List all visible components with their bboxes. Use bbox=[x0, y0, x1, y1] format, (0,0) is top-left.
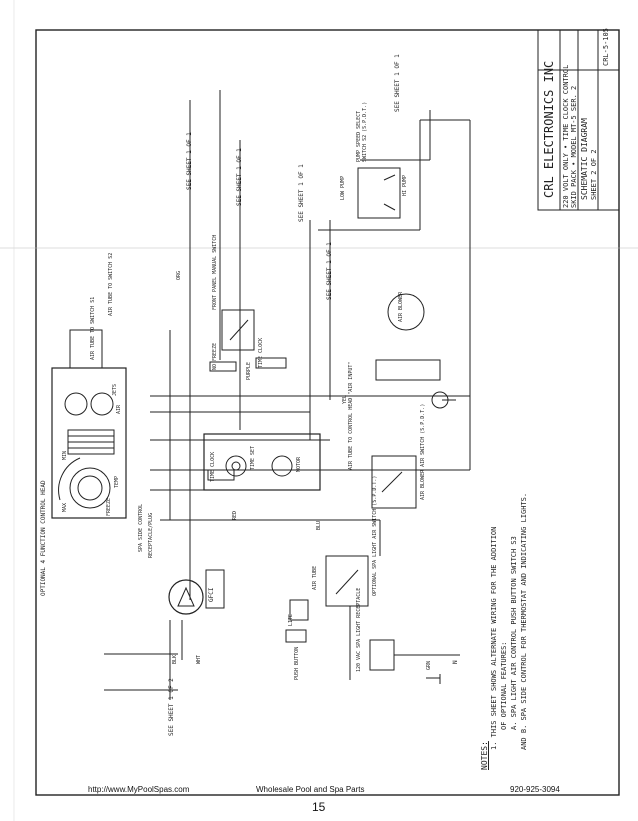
company-name: CRL ELECTRONICS INC bbox=[542, 60, 556, 198]
ref-label: SEE SHEET 1 OF 1 bbox=[298, 164, 305, 222]
pump-switch-label: PUMP SPEED SELECT SWITCH S2 (S.P.D.T.) bbox=[356, 101, 368, 162]
time-set-label: TIME SET bbox=[250, 445, 256, 470]
title-line-3: SCHEMATIC DIAGRAM bbox=[580, 118, 589, 200]
jets-label: JETS bbox=[112, 383, 118, 396]
front-panel-label: FRONT PANEL MANUAL SWITCH bbox=[212, 234, 218, 310]
spa-light-recept-label: 120 VAC SPA LIGHT RECEPTACLE bbox=[356, 587, 362, 672]
wire-label: RED bbox=[232, 510, 238, 520]
receptacle-label: RECEPTACLE/PLUG bbox=[148, 512, 154, 558]
temp-label: TEMP bbox=[114, 475, 120, 488]
wire-label: BLK bbox=[172, 654, 178, 664]
air-tube-label: AIR TUBE bbox=[312, 565, 318, 590]
spa-light-switch-label: OPTIONAL SPA LIGHT AIR SWITCH (S.P.D.T.) bbox=[372, 475, 378, 596]
time-clock-switch-label: TIME CLOCK bbox=[258, 337, 264, 368]
page-number: 15 bbox=[312, 800, 326, 814]
air-blower-label: AIR BLOWER bbox=[398, 291, 404, 322]
time-clock-label: TIME CLOCK bbox=[210, 451, 216, 482]
wire-label: GRN bbox=[426, 660, 432, 670]
air-tube-s1-label: AIR TUBE TO SWITCH S1 bbox=[90, 296, 96, 360]
push-button-label: PUSH BUTTON bbox=[294, 646, 300, 680]
ref-label: SEE SHEET 1 OF 1 bbox=[236, 148, 243, 206]
sheet-number: SHEET 2 OF 2 bbox=[590, 149, 598, 200]
footer-company: Wholesale Pool and Spa Parts bbox=[256, 785, 365, 794]
wire-label: BLU bbox=[316, 520, 322, 530]
motor-label: MOTOR bbox=[296, 456, 302, 472]
notes-heading: NOTES: bbox=[480, 741, 489, 770]
footer-url[interactable]: http://www.MyPoolSpas.com bbox=[88, 785, 190, 794]
air-tube-control-label: AIR TUBE TO CONTROL HEAD "AIR INPUT" bbox=[348, 361, 354, 470]
ref-label: SEE SHEET 1 OF 1 bbox=[394, 54, 401, 112]
min-label: MIN bbox=[62, 450, 68, 460]
note-line: OF OPTIONAL FEATURES: bbox=[500, 641, 508, 730]
gfci-label: GFCI bbox=[208, 587, 215, 602]
footer-phone: 920-925-3094 bbox=[510, 785, 560, 794]
control-head-label: OPTIONAL 4 FUNCTION CONTROL HEAD bbox=[40, 480, 47, 596]
max-label: MAX bbox=[62, 502, 68, 512]
title-line-1: 220 VOLT ONLY • TIME CLOCK CONTROL bbox=[562, 64, 570, 208]
air-label: AIR bbox=[116, 404, 122, 414]
neutral-label: N bbox=[452, 660, 459, 664]
wire-label: ORG bbox=[176, 270, 182, 280]
air-tube-s2-label: AIR TUBE TO SWITCH S2 bbox=[108, 252, 114, 316]
spa-side-label: SPA SIDE CONTROL bbox=[138, 503, 144, 552]
note-line: AND B. SPA SIDE CONTROL FOR THERMOSTAT A… bbox=[520, 492, 528, 750]
wire-label: PURPLE bbox=[246, 361, 252, 380]
title-line-2: SKID PACK • MODEL MT-5 SER. 2 bbox=[570, 85, 578, 208]
note-line: A. SPA LIGHT AIR CONTROL PUSH BUTTON SWI… bbox=[510, 536, 518, 730]
low-pump-label: LOW PUMP bbox=[340, 175, 346, 200]
hi-pump-label: HI PUMP bbox=[402, 174, 408, 196]
freeze-label: FREEZE bbox=[106, 497, 112, 516]
wire-label: YEL bbox=[342, 394, 348, 404]
drawing-number: CRL-5-105 bbox=[602, 28, 610, 66]
ref-label: SEE SHEET 1 OF 1 bbox=[186, 132, 193, 190]
ref-label: SEE SHEET 1 OF 1 bbox=[326, 242, 333, 300]
no-freeze-label: NO FREEZE bbox=[212, 342, 218, 370]
air-blower-switch-label: AIR BLOWER AIR SWITCH (S.P.D.T.) bbox=[420, 403, 426, 500]
lite-label: LITE bbox=[288, 613, 294, 626]
see-sheet-left: SEE SHEET 1 OF 2 bbox=[168, 678, 175, 736]
wire-label: WHT bbox=[196, 654, 202, 664]
note-line: 1. THIS SHEET SHOWS ALTERNATE WIRING FOR… bbox=[490, 526, 498, 750]
